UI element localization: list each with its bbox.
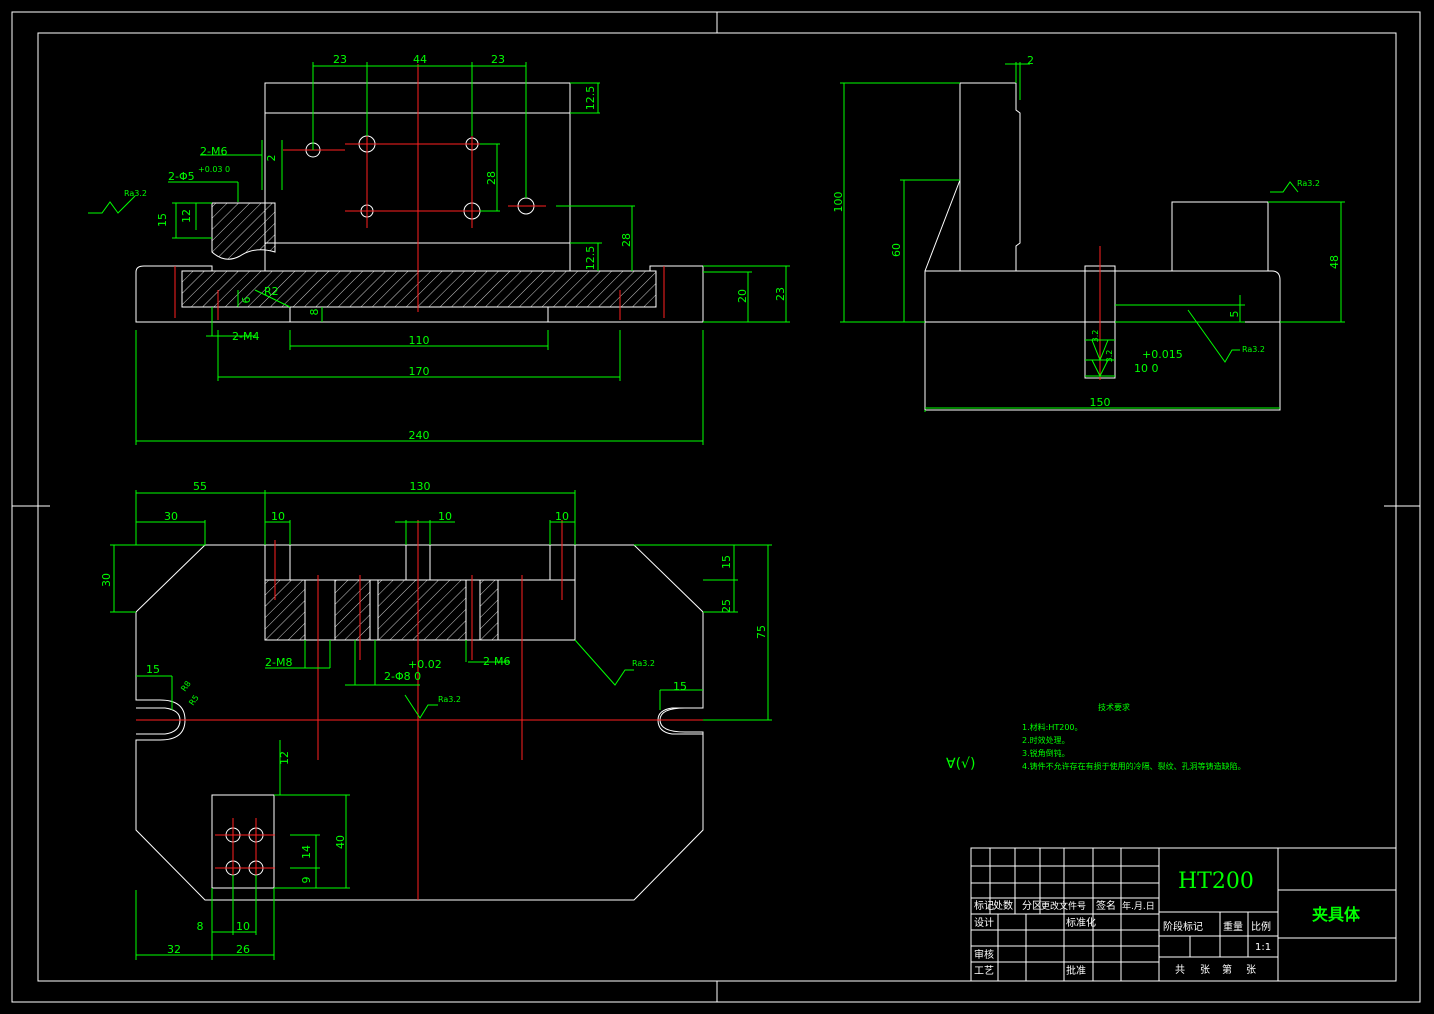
dim-170: 170	[409, 365, 430, 378]
tb-row-process: 工艺	[974, 965, 994, 977]
side-dim-3-2-a: 3.2	[1091, 330, 1100, 343]
side-dim-150: 150	[1090, 396, 1111, 409]
top-dim-32: 32	[167, 943, 181, 956]
side-dim-3-2-b: 3.2	[1105, 350, 1114, 363]
top-dim-26: 26	[236, 943, 250, 956]
side-tolerance: +0.015	[1142, 348, 1183, 361]
dim-240: 240	[409, 429, 430, 442]
side-dim-10: 10 0	[1134, 362, 1159, 375]
top-dim-tolerance: +0.02	[408, 658, 442, 671]
side-view: 2 100 60 Ra3.2 48 5 Ra3.2 3.2 3.2 +0.015…	[832, 54, 1345, 412]
top-dim-r8: R8	[179, 679, 192, 693]
dim-2-phi5: 2-Φ5	[168, 170, 195, 183]
tb-row-review: 审核	[974, 948, 994, 961]
dim-r2: R2	[264, 285, 279, 298]
technical-requirements: 技术要求 1.材料:HT200。 2.时效处理。 3.锐角倒钝。 4.铸件不允许…	[946, 702, 1246, 772]
top-view: 55 130 30 10 10 10 30 15 25 75 2-M8 +0.0…	[100, 480, 772, 960]
top-dim-30-a: 30	[164, 510, 178, 523]
dim-tolerance: +0.03 0	[198, 165, 230, 174]
dim-12: 12	[180, 209, 193, 223]
top-dim-15-right: 15	[673, 680, 687, 693]
side-ra-top: Ra3.2	[1297, 179, 1320, 188]
side-dim-48: 48	[1328, 255, 1341, 269]
tb-sheet: 张	[1200, 964, 1210, 976]
top-ra-center: Ra3.2	[438, 695, 461, 704]
tb-approve: 批准	[1066, 964, 1086, 977]
top-dim-r5: R5	[187, 693, 200, 707]
dim-2: 2	[265, 155, 278, 162]
side-dim-60: 60	[890, 243, 903, 257]
tb-sheet: 张	[1246, 964, 1256, 976]
dim-28-holes: 28	[485, 171, 498, 185]
top-dim-30-b: 30	[100, 573, 113, 587]
dim-23-base: 23	[774, 287, 787, 301]
tb-scale-label: 比例	[1251, 920, 1271, 933]
side-dim-2: 2	[1027, 54, 1034, 67]
top-dim-8: 8	[197, 920, 204, 933]
top-dim-40: 40	[334, 835, 347, 849]
dim-15: 15	[156, 213, 169, 227]
top-dim-14: 14	[300, 845, 313, 859]
tb-header: 分区	[1022, 900, 1042, 912]
tb-header: 更改文件号	[1041, 900, 1086, 912]
tb-header: 签名	[1096, 899, 1116, 912]
dim-12-5-bottom: 12.5	[584, 246, 597, 271]
side-ra-bottom: Ra3.2	[1242, 345, 1265, 354]
dim-23-right: 23	[491, 53, 505, 66]
tb-header: 处数	[993, 899, 1013, 912]
top-dim-15-left: 15	[146, 663, 160, 676]
tb-standardize: 标准化	[1066, 916, 1096, 929]
tb-header: 年.月.日	[1122, 900, 1155, 912]
tb-stage: 阶段标记	[1163, 920, 1203, 933]
top-dim-9: 9	[300, 877, 313, 884]
dim-28: 28	[620, 233, 633, 247]
side-dim-5: 5	[1228, 311, 1241, 318]
tb-weight: 重量	[1223, 920, 1243, 933]
title-block: 标记 处数 分区 更改文件号 签名 年.月.日 设计 审核 工艺 标准化 批准 …	[970, 847, 1397, 982]
top-dim-130: 130	[410, 480, 431, 493]
surface-finish-symbol: ∀(√)	[946, 756, 975, 772]
top-dim-10-d: 10	[236, 920, 250, 933]
top-dim-55: 55	[193, 480, 207, 493]
top-dim-12: 12	[278, 751, 291, 765]
top-dim-15-a: 15	[720, 555, 733, 569]
top-dim-75: 75	[755, 625, 768, 639]
top-ra-right: Ra3.2	[632, 659, 655, 668]
tb-sheet: 共	[1175, 964, 1185, 976]
top-dim-2-m8: 2-M8	[265, 656, 292, 669]
tb-material: HT200	[1178, 869, 1254, 894]
tb-part-name: 夹具体	[1312, 905, 1361, 924]
note-item: 2.时效处理。	[1022, 735, 1070, 745]
dim-23-left: 23	[333, 53, 347, 66]
dim-44: 44	[413, 53, 427, 66]
top-dim-10-b: 10	[438, 510, 452, 523]
top-dim-10-c: 10	[555, 510, 569, 523]
note-item: 1.材料:HT200。	[1022, 722, 1083, 732]
tb-scale-value: 1:1	[1255, 942, 1271, 953]
side-dim-100: 100	[832, 192, 845, 213]
top-dim-10-a: 10	[271, 510, 285, 523]
dim-2-m6: 2-M6	[200, 145, 227, 158]
top-dim-2-phi8: 2-Φ8 0	[384, 670, 421, 683]
tb-sheet: 第	[1222, 963, 1232, 976]
dim-20: 20	[736, 289, 749, 303]
ra-symbol-front: Ra3.2	[124, 189, 147, 198]
note-item: 4.铸件不允许存在有损于使用的冷隔、裂纹、孔洞等铸造缺陷。	[1022, 761, 1246, 771]
notes-heading: 技术要求	[1098, 702, 1130, 712]
dim-2-m4: 2-M4	[232, 330, 259, 343]
dim-110: 110	[409, 334, 430, 347]
sheet-border	[11, 11, 1421, 1003]
front-view: 23 44 23 12.5 2-M6 2 2-Φ5 +0.03 0 Ra3.2 …	[88, 53, 790, 445]
dim-6: 6	[240, 297, 253, 304]
top-dim-2-m6: 2-M6	[483, 655, 510, 668]
dim-12-5-top: 12.5	[584, 86, 597, 111]
tb-header: 标记	[974, 900, 994, 912]
top-dim-25: 25	[720, 599, 733, 613]
dim-8: 8	[308, 309, 321, 316]
note-item: 3.锐角倒钝。	[1022, 748, 1070, 758]
tb-row-design: 设计	[974, 916, 994, 929]
